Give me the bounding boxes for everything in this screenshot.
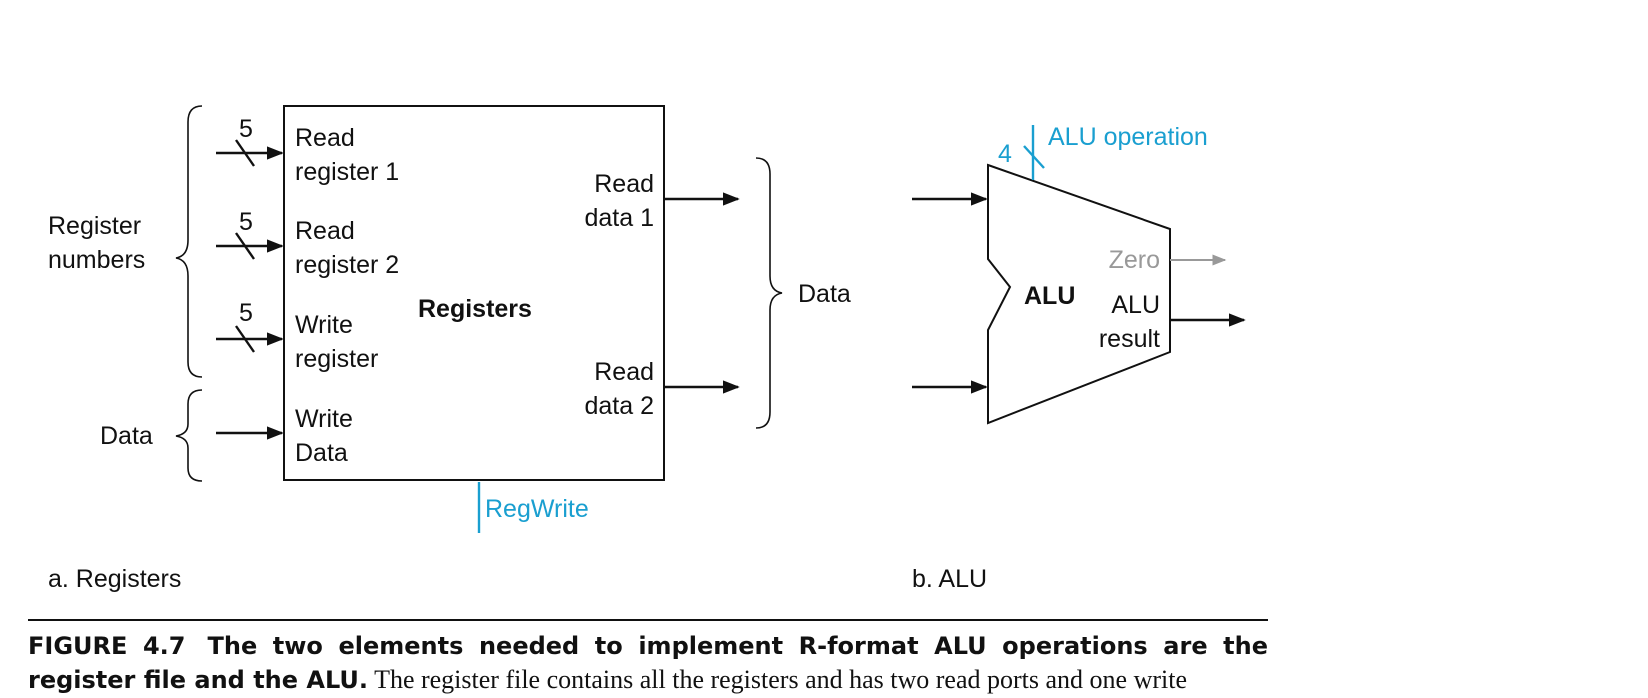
regwrite-control-label: RegWrite — [485, 495, 589, 523]
data-in-label: Data — [100, 422, 153, 450]
data-out-brace — [755, 157, 783, 429]
read-register-1-bus-slash — [235, 139, 255, 167]
read-register-1-bus-width: 5 — [239, 115, 253, 143]
register-file-box — [283, 105, 665, 481]
alu-result-label-line2: result — [1099, 325, 1160, 353]
zero-output-label: Zero — [1109, 246, 1160, 274]
register-file: Registers 5 Read register 1 5 Read regis… — [48, 105, 851, 593]
alu-operation-bus-width: 4 — [998, 140, 1012, 168]
read-register-2-bus-width: 5 — [239, 208, 253, 236]
write-register-bus-slash — [235, 325, 255, 353]
read-data-2-label-line1: Read — [594, 358, 654, 386]
register-numbers-brace — [175, 105, 203, 378]
write-register-bus-width: 5 — [239, 299, 253, 327]
read-data-1-label-line1: Read — [594, 170, 654, 198]
data-in-brace — [175, 389, 203, 482]
read-data-2-label-line2: data 2 — [584, 392, 654, 420]
figure-caption-body: The register file contains all the regis… — [374, 665, 1188, 694]
read-register-1-label-line2: register 1 — [295, 158, 399, 186]
register-numbers-label-line1: Register — [48, 212, 141, 240]
alu-shape — [987, 163, 1171, 425]
write-register-label-line2: register — [295, 345, 378, 373]
caption-divider — [28, 619, 1268, 621]
figure-title: The two elements needed to implement R-f… — [28, 632, 1268, 694]
alu-label: ALU — [1024, 282, 1075, 310]
read-register-1-label-line1: Read — [295, 124, 355, 152]
register-file-label: Registers — [418, 295, 532, 323]
datapath-diagram: Registers 5 Read register 1 5 Read regis… — [48, 105, 1246, 593]
write-data-label-line1: Write — [295, 405, 353, 433]
figure-number: FIGURE 4.7 — [28, 632, 186, 660]
read-register-2-label-line2: register 2 — [295, 251, 399, 279]
read-register-2-label-line1: Read — [295, 217, 355, 245]
alu-result-label-line1: ALU — [1111, 291, 1160, 319]
alu-operation-bus-slash — [1023, 145, 1045, 169]
write-data-label-line2: Data — [295, 439, 348, 467]
alu-operation-label: ALU operation — [1048, 123, 1208, 151]
write-register-label-line1: Write — [295, 311, 353, 339]
register-numbers-label-line2: numbers — [48, 246, 145, 274]
read-data-1-label-line2: data 1 — [584, 204, 654, 232]
alu: ALU 4 ALU operation Zero ALU result b. A… — [912, 123, 1246, 593]
alu-subfigure-label: b. ALU — [912, 565, 987, 593]
data-out-label: Data — [798, 280, 851, 308]
read-register-2-bus-slash — [235, 232, 255, 260]
registers-subfigure-label: a. Registers — [48, 565, 181, 593]
